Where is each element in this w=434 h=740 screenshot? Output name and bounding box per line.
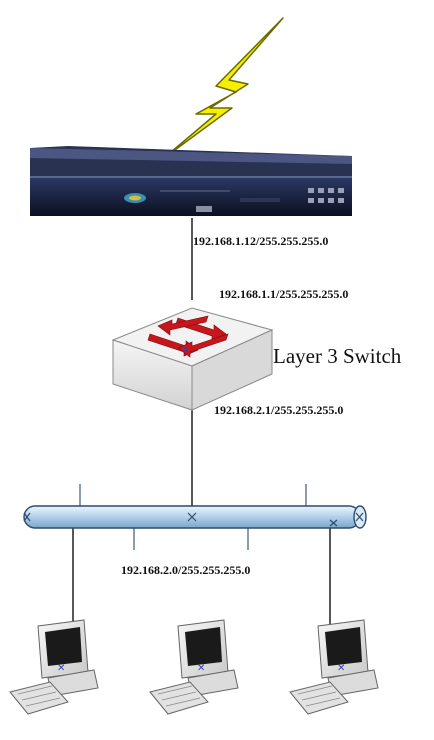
computer-icon-middle: ✕ [149, 619, 239, 715]
layer3-switch-icon: ✕ [111, 307, 274, 411]
svg-text:✕: ✕ [182, 346, 190, 356]
switch-lower-ip-label: 192.168.2.1/255.255.255.0 [214, 403, 344, 417]
server-ip-label: 192.168.1.12/255.255.255.0 [193, 234, 329, 248]
lan-subnet-label: 192.168.2.0/255.255.255.0 [121, 563, 251, 577]
switch-upper-ip-label: 192.168.1.1/255.255.255.0 [219, 287, 349, 301]
ethernet-bus-icon [23, 484, 367, 550]
rack-server-icon [30, 146, 352, 216]
svg-text:✕: ✕ [197, 663, 205, 674]
switch-name-label: Layer 3 Switch [273, 344, 402, 368]
svg-text:✕: ✕ [57, 663, 65, 674]
computer-icon-right: ✕ [289, 619, 379, 715]
svg-text:✕: ✕ [337, 663, 345, 674]
connection-lines [72, 218, 331, 628]
lightning-bolt-icon [163, 17, 284, 159]
computer-icon-left: ✕ [9, 619, 99, 715]
